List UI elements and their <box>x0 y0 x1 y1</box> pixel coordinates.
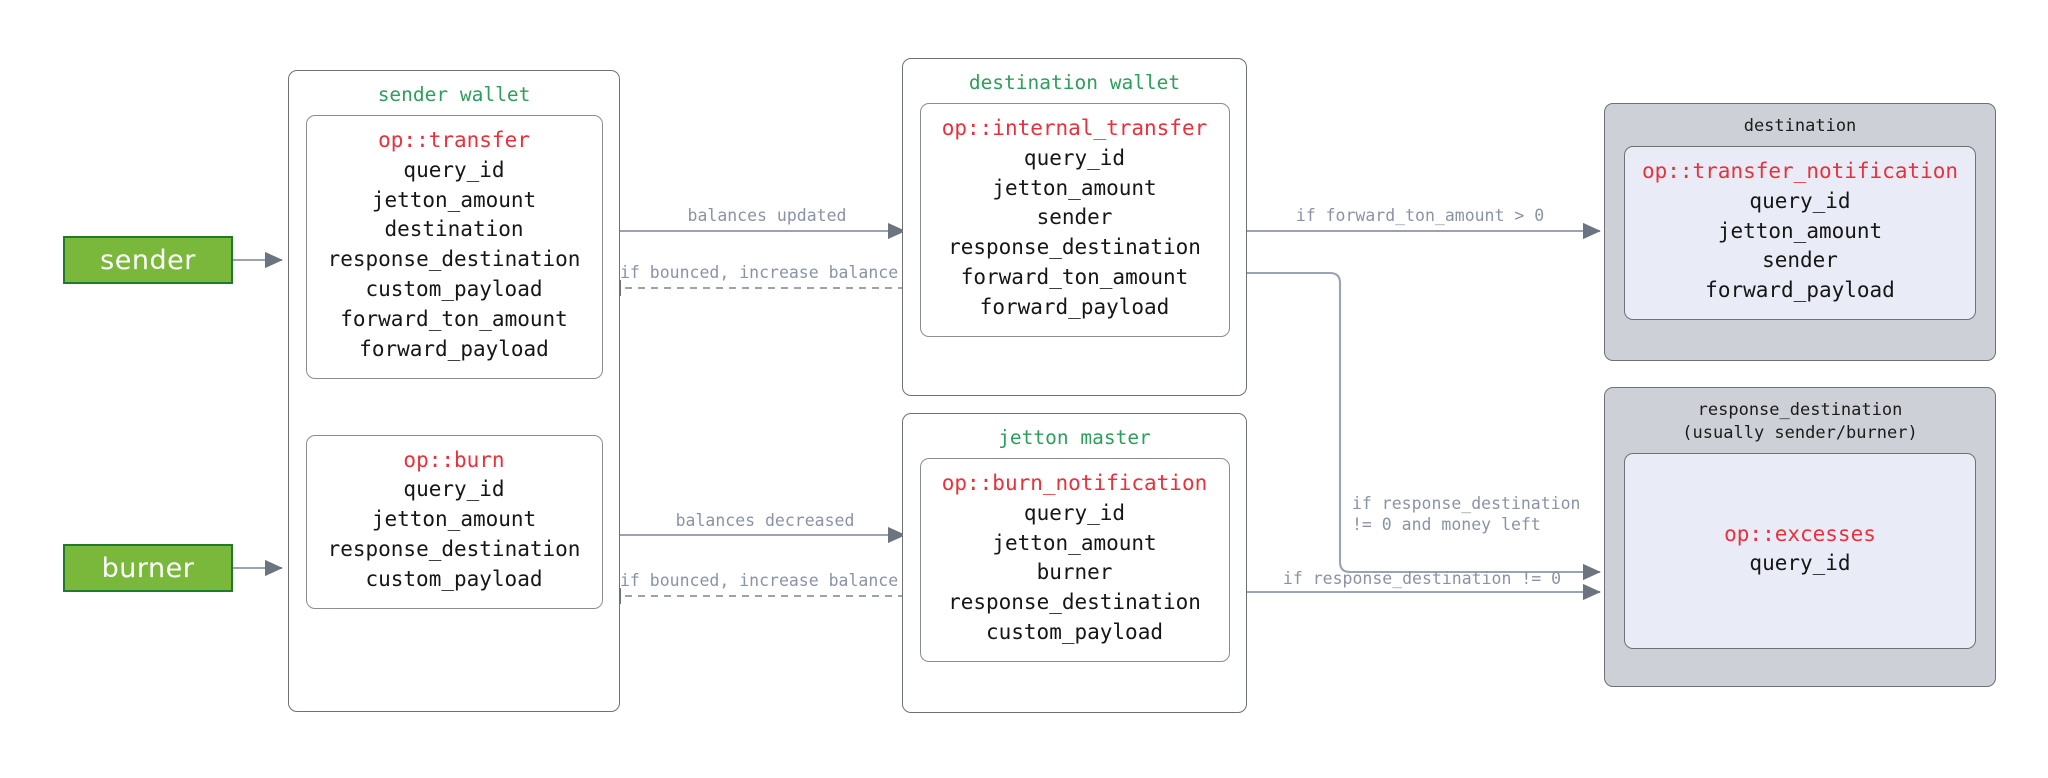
field-custom-payload: custom_payload <box>365 277 543 302</box>
field-it-forward-payload: forward_payload <box>979 294 1170 319</box>
edge-label-forward-ton-amount: if forward_ton_amount > 0 <box>1295 206 1545 225</box>
field-tn-sender: sender <box>1762 248 1838 273</box>
field-forward-ton-amount: forward_ton_amount <box>340 306 568 331</box>
group-sender-wallet-title: sender wallet <box>377 83 531 106</box>
group-destination[interactable]: destination op::transfer_notification qu… <box>1604 103 1996 361</box>
group-destination-wallet-title: destination wallet <box>968 71 1181 94</box>
wire-internal-to-excesses <box>1244 271 1601 581</box>
message-op-transfer-notification-opcode: op::transfer_notification <box>1641 158 1959 183</box>
group-destination-title: destination <box>1743 116 1857 136</box>
field-query-id: query_id <box>403 157 505 182</box>
field-jetton-amount: jetton_amount <box>371 187 537 212</box>
field-tn-query-id: query_id <box>1749 188 1851 213</box>
message-op-transfer-opcode: op::transfer <box>378 128 530 152</box>
edge-label-balances-decreased: balances decreased <box>675 511 855 530</box>
field-it-query-id: query_id <box>1023 145 1126 170</box>
message-op-excesses-opcode: op::excesses <box>1724 521 1876 546</box>
field-tn-forward-payload: forward_payload <box>1705 278 1895 303</box>
message-op-burn-notification-opcode: op::burn_notification <box>941 471 1208 495</box>
group-jetton-master-title: jetton master <box>998 426 1151 449</box>
field-burn-jetton-amount: jetton_amount <box>371 507 537 532</box>
field-it-response-destination: response_destination <box>948 235 1201 260</box>
field-bn-jetton-amount: jetton_amount <box>992 530 1157 555</box>
group-jetton-master[interactable]: jetton master op::burn_notification quer… <box>902 413 1247 713</box>
message-op-internal-transfer-opcode: op::internal_transfer <box>941 116 1208 140</box>
group-response-destination-title: response_destination (usually sender/bur… <box>1682 400 1918 443</box>
field-burn-query-id: query_id <box>403 477 505 502</box>
field-bn-burner: burner <box>1036 560 1113 585</box>
group-response-destination[interactable]: response_destination (usually sender/bur… <box>1604 387 1996 687</box>
actor-sender-label: sender <box>100 244 196 276</box>
field-ex-query-id: query_id <box>1749 551 1851 576</box>
message-op-transfer[interactable]: op::transfer query_id jetton_amount dest… <box>305 115 603 379</box>
field-it-sender: sender <box>1036 205 1113 230</box>
field-destination: destination <box>384 217 524 242</box>
group-sender-wallet[interactable]: sender wallet op::transfer query_id jett… <box>288 70 620 712</box>
actor-burner[interactable]: burner <box>63 544 233 592</box>
message-op-burn[interactable]: op::burn query_id jetton_amount response… <box>305 434 603 609</box>
actor-burner-label: burner <box>101 552 195 584</box>
field-response-destination: response_destination <box>327 247 581 272</box>
field-it-jetton-amount: jetton_amount <box>992 175 1157 200</box>
edge-label-bounce-burn: if bounced, increase balance <box>620 571 899 590</box>
message-op-internal-transfer[interactable]: op::internal_transfer query_id jetton_am… <box>919 103 1230 337</box>
message-op-burn-notification[interactable]: op::burn_notification query_id jetton_am… <box>919 458 1230 662</box>
field-bn-query-id: query_id <box>1023 500 1126 525</box>
message-op-transfer-notification[interactable]: op::transfer_notification query_id jetto… <box>1624 145 1976 320</box>
field-bn-custom-payload: custom_payload <box>985 620 1163 645</box>
field-it-forward-ton-amount: forward_ton_amount <box>960 265 1189 290</box>
field-bn-response-destination: response_destination <box>948 590 1201 615</box>
field-forward-payload: forward_payload <box>359 336 549 361</box>
message-op-burn-opcode: op::burn <box>403 447 505 472</box>
edge-label-balances-updated: balances updated <box>687 206 847 225</box>
field-tn-jetton-amount: jetton_amount <box>1717 218 1883 243</box>
edge-label-response-destination-money-left: if response_destination != 0 and money l… <box>1352 494 1581 535</box>
edge-label-response-destination-not-zero: if response_destination != 0 <box>1282 569 1562 588</box>
field-burn-custom-payload: custom_payload <box>365 566 543 591</box>
actor-sender[interactable]: sender <box>63 236 233 284</box>
field-burn-response-destination: response_destination <box>327 536 581 561</box>
edge-label-bounce-transfer: if bounced, increase balance <box>620 263 899 282</box>
message-op-excesses[interactable]: op::excesses query_id <box>1624 452 1976 649</box>
group-destination-wallet[interactable]: destination wallet op::internal_transfer… <box>902 58 1247 396</box>
